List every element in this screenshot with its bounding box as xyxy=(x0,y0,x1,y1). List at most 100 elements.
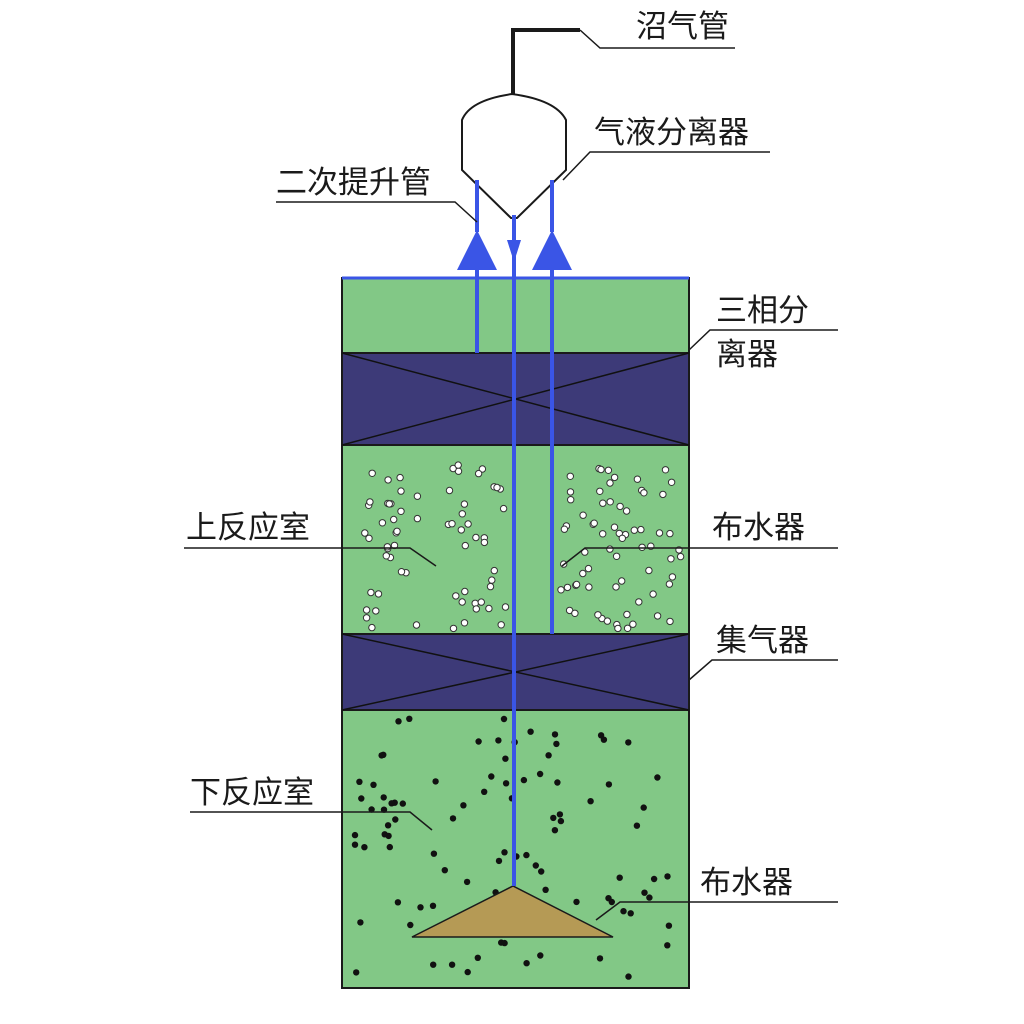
sludge-granule-solid xyxy=(407,921,414,929)
sludge-granule-solid xyxy=(495,737,502,744)
sludge-granule-hollow xyxy=(667,478,676,486)
label-water-distributor-lower: 布水器 xyxy=(700,865,793,901)
sludge-granule-solid xyxy=(406,715,413,722)
sludge-granule-hollow xyxy=(413,492,422,500)
sludge-granule-hollow xyxy=(665,580,674,588)
sludge-granule-solid xyxy=(502,780,510,787)
sludge-granule-solid xyxy=(600,736,608,743)
sludge-granule-solid xyxy=(475,738,482,745)
sludge-granule-hollow xyxy=(461,587,469,596)
sludge-granule-hollow xyxy=(480,538,489,547)
sludge-granule-hollow xyxy=(368,623,376,632)
sludge-granule-solid xyxy=(616,874,623,881)
sludge-granule-hollow xyxy=(618,577,626,585)
label-gas-collector: 集气器 xyxy=(716,623,809,659)
sludge-granule-hollow xyxy=(618,534,626,542)
sludge-granule-hollow xyxy=(557,586,565,594)
sludge-granule-hollow xyxy=(637,525,645,534)
sludge-granule-hollow xyxy=(606,545,614,553)
sludge-granule-solid xyxy=(587,798,594,805)
sludge-granule-solid xyxy=(392,816,399,823)
sludge-granule-hollow xyxy=(460,500,469,508)
sludge-granule-hollow xyxy=(606,498,614,506)
sludge-granule-solid xyxy=(351,831,359,839)
sludge-granule-solid xyxy=(358,795,365,802)
sludge-granule-hollow xyxy=(599,499,607,507)
sludge-granule-solid xyxy=(501,939,508,947)
sludge-granule-hollow xyxy=(485,604,493,613)
sludge-granule-hollow xyxy=(362,614,371,622)
sludge-granule-solid xyxy=(596,955,604,962)
sludge-granule-solid xyxy=(537,952,544,959)
sludge-granule-hollow xyxy=(361,529,369,537)
sludge-granule-hollow xyxy=(501,603,510,611)
label-biogas-pipe: 沼气管 xyxy=(636,9,729,45)
sludge-granule-solid xyxy=(554,779,561,786)
sludge-granule-hollow xyxy=(659,490,667,499)
sludge-granule-solid xyxy=(449,815,457,822)
sludge-granule-solid xyxy=(441,867,448,874)
sludge-granule-hollow xyxy=(365,534,373,542)
sludge-granule-solid xyxy=(633,822,641,829)
sludge-granule-hollow xyxy=(382,552,390,560)
sludge-granule-hollow xyxy=(488,576,496,584)
sludge-granule-solid xyxy=(474,954,481,961)
downcomer-arrow xyxy=(507,240,521,262)
sludge-granule-hollow xyxy=(412,621,421,629)
sludge-granule-hollow xyxy=(635,598,643,606)
sludge-granule-solid xyxy=(395,718,402,725)
sludge-granule-solid xyxy=(542,886,549,893)
sludge-granule-hollow xyxy=(606,479,614,487)
sludge-granule-solid xyxy=(361,844,368,851)
sludge-granule-solid xyxy=(500,715,508,723)
sludge-granule-hollow xyxy=(397,507,405,515)
sludge-granule-solid xyxy=(353,969,360,976)
sludge-granule-hollow xyxy=(367,588,375,597)
sludge-granule-solid xyxy=(501,849,508,856)
sludge-granule-solid xyxy=(654,774,661,781)
sludge-granule-solid xyxy=(463,878,471,886)
sludge-granule-hollow xyxy=(567,496,575,504)
sludge-granule-hollow xyxy=(566,488,575,496)
sludge-granule-hollow xyxy=(497,621,505,629)
sludge-granule-hollow xyxy=(490,566,498,575)
sludge-granule-solid xyxy=(430,850,438,857)
sludge-granule-solid xyxy=(488,773,495,780)
sludge-granule-solid xyxy=(388,800,395,807)
sludge-granule-hollow xyxy=(461,541,469,550)
sludge-granule-hollow xyxy=(413,514,422,523)
sludge-granule-hollow xyxy=(603,617,612,625)
biogas-pipe xyxy=(511,28,580,94)
gas-liquid-separator xyxy=(461,92,567,219)
sludge-granule-hollow xyxy=(666,529,674,538)
sludge-granule-hollow xyxy=(599,530,607,538)
sludge-granule-hollow xyxy=(579,511,587,519)
sludge-granule-solid xyxy=(351,841,359,848)
sludge-granule-hollow xyxy=(616,502,624,511)
sludge-granule-solid xyxy=(386,843,393,851)
sludge-granule-solid xyxy=(464,968,471,976)
sludge-granule-solid xyxy=(429,902,437,909)
sludge-granule-hollow xyxy=(374,590,383,598)
sludge-granule-hollow xyxy=(477,598,485,606)
sludge-granule-hollow xyxy=(655,529,664,537)
leader-lines xyxy=(184,29,838,921)
sludge-granule-solid xyxy=(551,731,559,738)
sludge-granule-hollow xyxy=(622,507,631,515)
sludge-granule-hollow xyxy=(464,520,472,528)
sludge-granule-hollow xyxy=(566,472,574,480)
sludge-granule-hollow xyxy=(457,526,465,534)
sludge-granule-hollow xyxy=(372,607,380,615)
sludge-granule-solid xyxy=(381,831,388,838)
sludge-granule-hollow xyxy=(458,598,466,606)
sludge-granule-solid xyxy=(551,827,559,834)
sludge-granule-solid xyxy=(357,919,364,926)
sludge-granule-solid xyxy=(536,770,544,778)
sludge-granule-solid xyxy=(502,755,509,762)
sludge-granule-hollow xyxy=(445,486,454,495)
sludge-granule-hollow xyxy=(397,568,406,576)
sludge-granule-hollow xyxy=(368,469,376,477)
sludge-granule-hollow xyxy=(661,466,670,474)
sludge-granule-hollow xyxy=(597,465,605,474)
